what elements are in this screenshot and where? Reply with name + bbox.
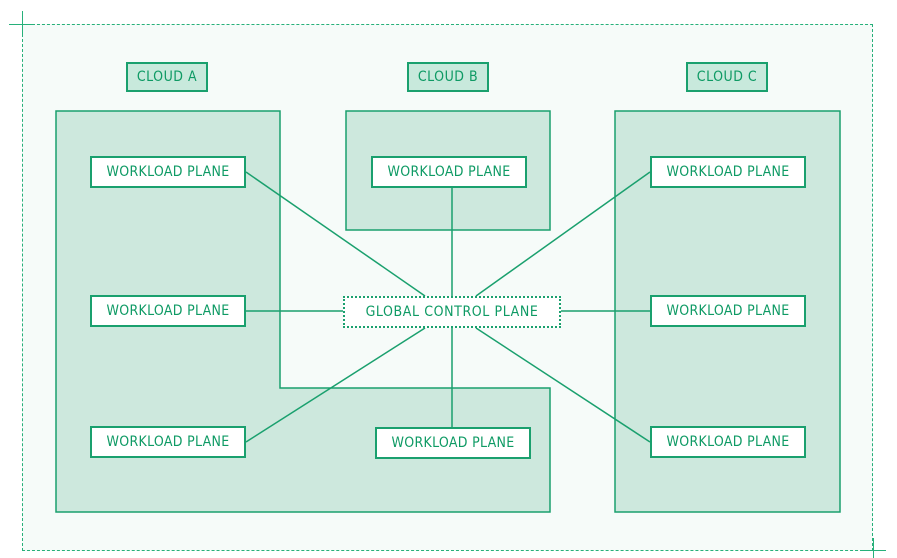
global-control-plane: GLOBAL CONTROL PLANE (343, 296, 561, 328)
workload-plane-c1: WORKLOAD PLANE (650, 156, 806, 188)
connector-a-bottom (245, 327, 426, 443)
corner-mark-bottom-right (873, 538, 874, 558)
workload-plane-c3: WORKLOAD PLANE (650, 426, 806, 458)
cloud-a-label: CLOUD A (126, 62, 208, 92)
workload-plane-a3: WORKLOAD PLANE (90, 426, 246, 458)
cloud-b-label: CLOUD B (407, 62, 489, 92)
corner-mark-bottom-right-h (860, 550, 886, 551)
workload-plane-c2: WORKLOAD PLANE (650, 295, 806, 327)
cloud-c-label: CLOUD C (686, 62, 768, 92)
workload-plane-a2: WORKLOAD PLANE (90, 295, 246, 327)
workload-plane-a4: WORKLOAD PLANE (375, 427, 531, 459)
corner-mark-top-left-h (9, 24, 35, 25)
connector-c-top (475, 171, 651, 297)
workload-plane-a1: WORKLOAD PLANE (90, 156, 246, 188)
connector-a-top (245, 171, 426, 297)
connector-c-bottom (475, 327, 651, 443)
cloud-a-region (55, 110, 551, 513)
workload-plane-b1: WORKLOAD PLANE (371, 156, 527, 188)
